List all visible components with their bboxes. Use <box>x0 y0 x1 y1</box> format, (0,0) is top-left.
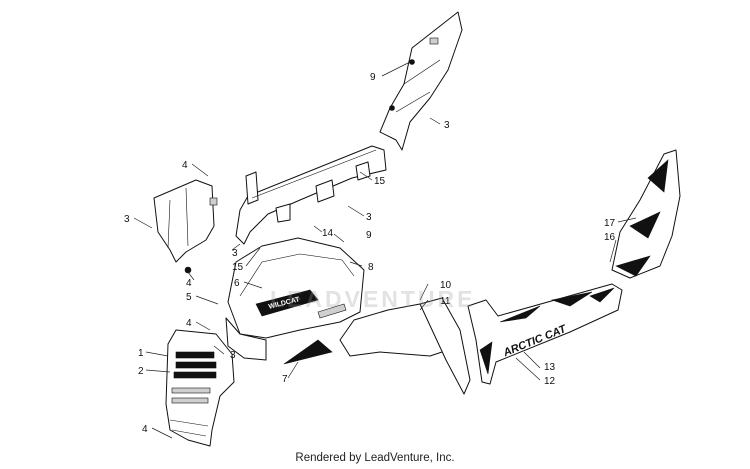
callout-3: 3 <box>124 214 130 225</box>
left-inner-panel <box>153 179 218 274</box>
leader-lines <box>133 61 637 439</box>
callout-labels: 9 3 4 15 3 3 14 9 3 15 8 4 6 5 10 11 4 3… <box>124 72 616 435</box>
watermark: LEADVENTURE <box>270 286 476 312</box>
callout-12: 12 <box>544 376 556 387</box>
callout-4: 4 <box>142 424 148 435</box>
callout-1: 1 <box>138 348 144 359</box>
callout-3: 3 <box>232 248 238 259</box>
callout-10: 10 <box>440 280 452 291</box>
callout-2: 2 <box>138 366 144 377</box>
callout-15: 15 <box>232 262 244 273</box>
callout-9: 9 <box>366 230 372 241</box>
callout-3: 3 <box>366 212 372 223</box>
upper-side-panel <box>379 11 463 151</box>
callout-4: 4 <box>186 278 192 289</box>
callout-13: 13 <box>544 362 556 373</box>
callout-8: 8 <box>368 262 374 273</box>
side-skirt-center <box>283 297 471 395</box>
front-grille <box>165 329 235 447</box>
callout-14: 14 <box>322 228 334 239</box>
callout-6: 6 <box>234 278 240 289</box>
rear-upright-panel <box>611 149 681 279</box>
callout-11: 11 <box>440 296 451 307</box>
center-cross-bar <box>235 145 387 245</box>
footer-credit: Rendered by LeadVenture, Inc. <box>295 452 455 464</box>
callout-15: 15 <box>374 176 386 187</box>
callout-3: 3 <box>230 350 236 361</box>
callout-4: 4 <box>186 318 192 329</box>
callout-7: 7 <box>282 374 288 385</box>
hood: WILDCAT <box>225 237 365 361</box>
callout-4: 4 <box>182 160 188 171</box>
callout-17: 17 <box>604 218 616 229</box>
callout-9: 9 <box>370 72 376 83</box>
callout-3: 3 <box>444 120 450 131</box>
callout-16: 16 <box>604 232 616 243</box>
callout-5: 5 <box>186 292 192 303</box>
